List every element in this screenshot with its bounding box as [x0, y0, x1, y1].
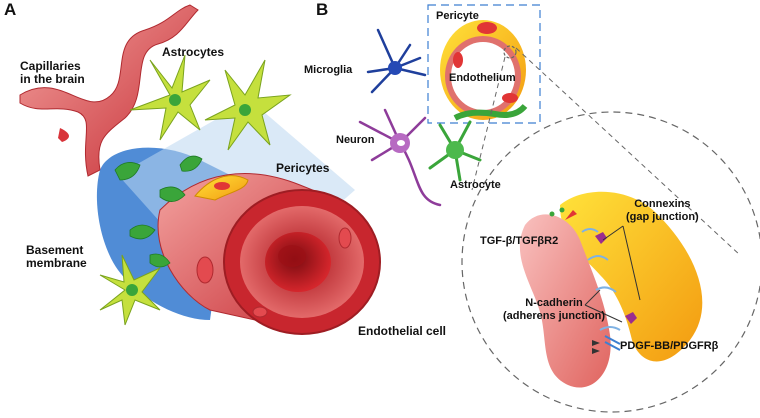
n-cadherin-label: N-cadherin (adherens junction) [503, 297, 606, 322]
pericyte-label: Pericyte [436, 10, 479, 22]
pericytes-label: Pericytes [276, 161, 330, 175]
endothelial-cell-label: Endothelial cell [358, 324, 447, 338]
connexins-label: Connexins (gap junction) [626, 198, 699, 223]
panel-a-illustration [19, 4, 381, 335]
panel-b-letter: B [316, 0, 329, 19]
panel-b-illustration [358, 4, 760, 413]
pdgf-label: PDGF-BB/PDGFRβ [620, 340, 719, 352]
neuron-label: Neuron [336, 134, 375, 146]
astrocytes-label: Astrocytes [162, 45, 225, 59]
microglia-cell [366, 28, 427, 94]
panel-a-letter: A [4, 0, 17, 19]
tgf-beta-label: TGF-β/TGFβR2 [480, 235, 559, 247]
endothelium-label: Endothelium [449, 72, 516, 84]
astrocyte-cell [428, 120, 482, 182]
capillaries-label: Capillaries in the brain [20, 59, 85, 86]
microglia-label: Microglia [304, 64, 353, 76]
basement-membrane-label: Basement membrane [26, 243, 87, 270]
astrocyte-label: Astrocyte [450, 179, 501, 191]
neuron-cell [358, 108, 442, 207]
